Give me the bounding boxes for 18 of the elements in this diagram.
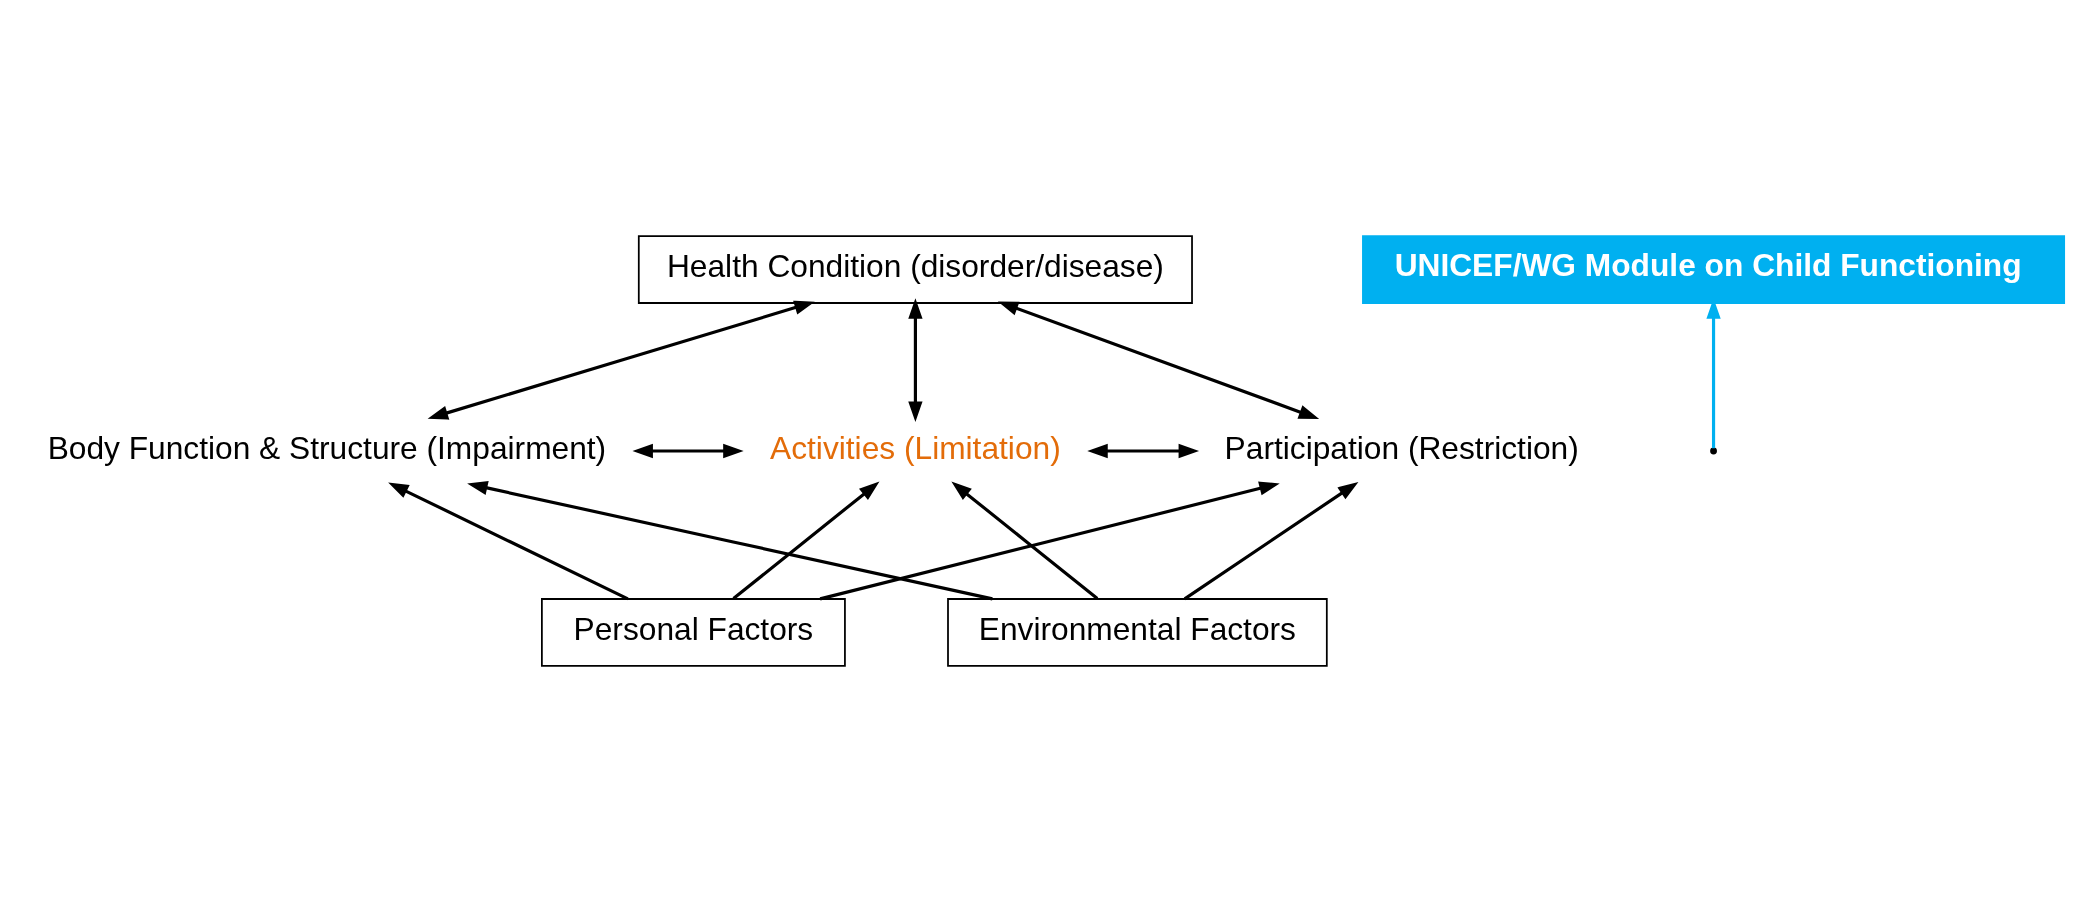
arrow xyxy=(427,300,815,420)
node-box: UNICEF/WG Module on Child Functioning xyxy=(1362,234,2066,304)
arrow xyxy=(1183,481,1359,600)
arrow xyxy=(732,481,880,600)
node-text: Participation (Restriction) xyxy=(1224,429,1579,466)
arrow xyxy=(819,480,1280,600)
node-text: Body Function & Structure (Impairment) xyxy=(47,429,607,466)
arrow xyxy=(908,297,923,422)
node-text: Activities (Limitation) xyxy=(770,429,1061,466)
node-box: Personal Factors xyxy=(541,597,846,667)
node-box: Health Condition (disorder/disease) xyxy=(637,234,1193,304)
arrow xyxy=(997,300,1320,419)
arrow xyxy=(467,480,993,600)
arrow xyxy=(951,481,1099,600)
arrow xyxy=(632,443,744,458)
arrow xyxy=(388,482,629,600)
node-box: Environmental Factors xyxy=(947,597,1328,667)
arrow xyxy=(1087,443,1200,458)
